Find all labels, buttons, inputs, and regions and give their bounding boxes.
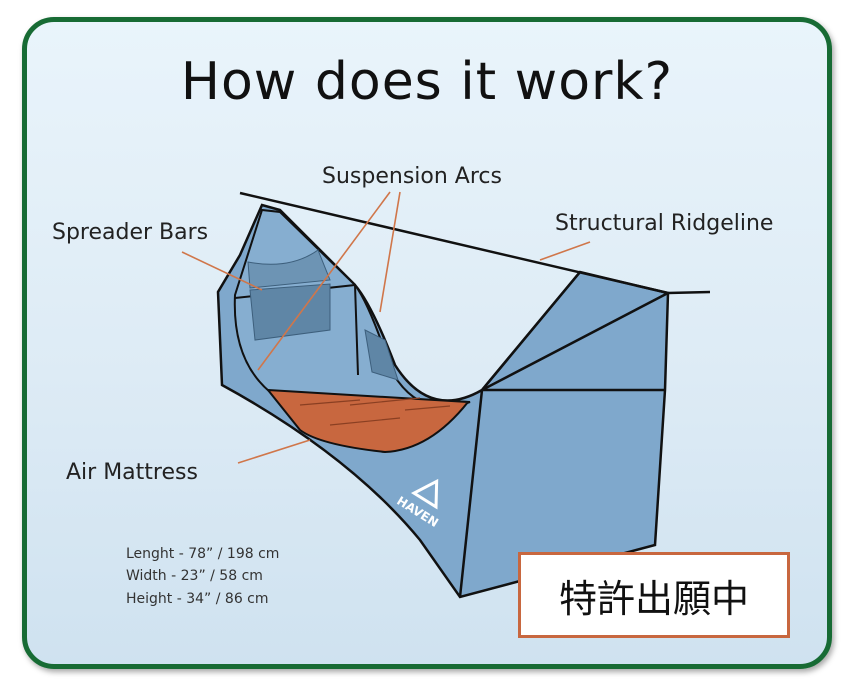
label-air-mattress: Air Mattress [66,460,198,485]
label-spreader-bars: Spreader Bars [52,220,209,245]
page-title: How does it work? [180,52,674,112]
window-end [249,283,331,341]
spec-width: Width - 23” / 58 cm [126,568,263,584]
callout-lines [181,191,591,464]
window-top [247,249,331,289]
structural-ridgeline [239,191,711,295]
window-side [364,329,399,381]
spec-length: Lenght - 78” / 198 cm [126,546,280,562]
label-suspension-arcs: Suspension Arcs [322,164,502,189]
spec-height: Height - 34” / 86 cm [126,591,269,607]
patent-pending-badge: 特許出願中 [518,552,790,638]
label-structural-ridgeline: Structural Ridgeline [555,211,774,236]
